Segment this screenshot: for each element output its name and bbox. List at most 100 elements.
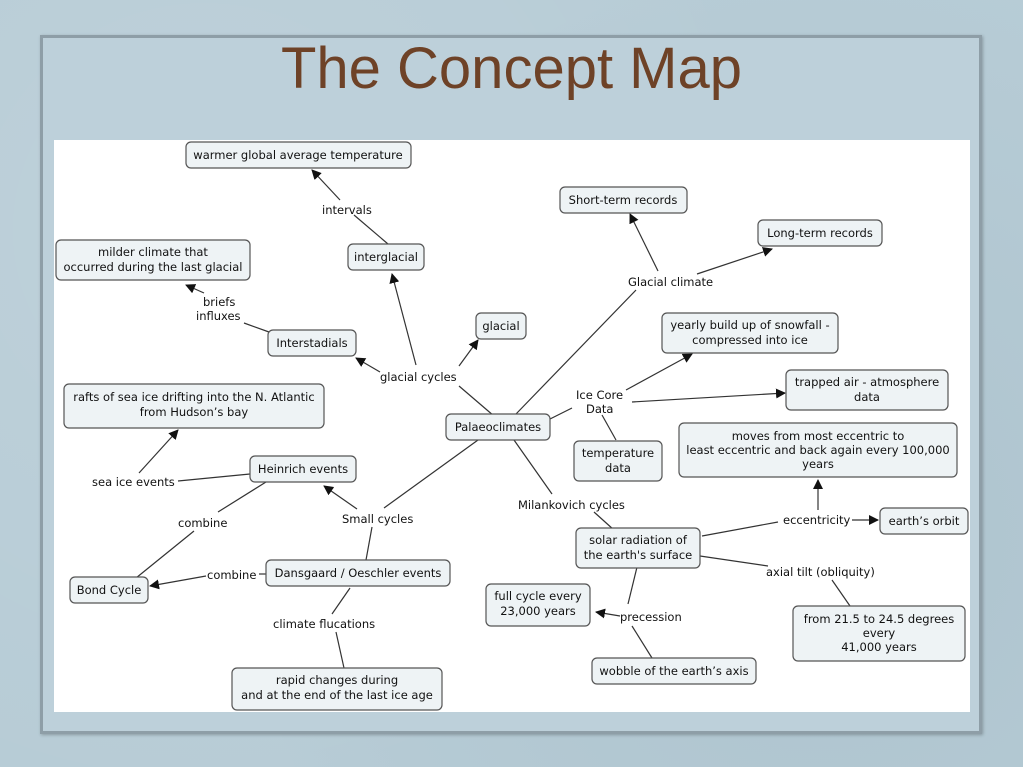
svg-text:rafts of sea ice drifting into: rafts of sea ice drifting into the N. At… bbox=[73, 390, 314, 404]
node-interglacial: interglacial bbox=[347, 243, 425, 271]
node-moves-eccentric: moves from most eccentric to least eccen… bbox=[678, 422, 958, 478]
svg-text:warmer global average temperat: warmer global average temperature bbox=[193, 148, 402, 162]
edge-icecore-snowfall bbox=[625, 353, 693, 391]
svg-text:moves from most eccentric to: moves from most eccentric to bbox=[732, 429, 905, 443]
node-warmer-temperature: warmer global average temperature bbox=[185, 141, 412, 169]
node-full-cycle: full cycle every 23,000 years bbox=[485, 583, 591, 627]
edge-palaeo-glacialcycles bbox=[458, 385, 495, 417]
slide-title: The Concept Map bbox=[280, 36, 743, 101]
svg-text:solar radiation of: solar radiation of bbox=[589, 533, 688, 547]
link-combine-2: combine bbox=[207, 568, 256, 582]
edge-solar-precession bbox=[627, 562, 639, 605]
edge-intervals-warmer bbox=[311, 169, 341, 201]
edge-interglacial-intervals bbox=[353, 214, 389, 245]
concept-map-canvas: intervals briefs influxes glacial cycles… bbox=[54, 140, 970, 712]
edge-palaeo-icecore bbox=[549, 407, 573, 420]
link-ice-core-2: Data bbox=[586, 402, 613, 416]
edge-icecore-temperature bbox=[601, 414, 617, 441]
node-rafts-sea-ice: rafts of sea ice drifting into the N. At… bbox=[63, 383, 325, 429]
node-earths-orbit: earth’s orbit bbox=[879, 507, 969, 535]
edge-precession-fullcycle bbox=[595, 608, 621, 619]
svg-text:Short-term records: Short-term records bbox=[569, 193, 678, 207]
link-ice-core-1: Ice Core bbox=[576, 388, 623, 402]
edge-gclimate-long bbox=[696, 247, 773, 275]
svg-text:Dansgaard / Oeschler events: Dansgaard / Oeschler events bbox=[275, 566, 442, 580]
svg-text:glacial: glacial bbox=[482, 319, 519, 333]
edge-heinrich-seaice bbox=[177, 473, 251, 482]
svg-text:Heinrich events: Heinrich events bbox=[258, 462, 348, 476]
edge-smallcycles-dansgaard bbox=[365, 526, 373, 561]
svg-text:trapped air - atmosphere: trapped air - atmosphere bbox=[795, 375, 939, 389]
svg-text:interglacial: interglacial bbox=[354, 250, 418, 264]
svg-text:Palaeoclimates: Palaeoclimates bbox=[455, 420, 541, 434]
edge-flucations-rapid bbox=[335, 631, 345, 669]
edges bbox=[135, 169, 879, 669]
svg-text:full cycle every: full cycle every bbox=[494, 589, 581, 603]
svg-text:and at the end of the last ice: and at the end of the last ice age bbox=[241, 688, 433, 702]
svg-text:compressed into ice: compressed into ice bbox=[692, 333, 808, 347]
svg-text:yearly build up of snowfall -: yearly build up of snowfall - bbox=[670, 318, 829, 332]
svg-text:wobble of the earth’s axis: wobble of the earth’s axis bbox=[599, 664, 748, 678]
edge-seaice-rafts bbox=[138, 429, 179, 474]
node-palaeoclimates: Palaeoclimates bbox=[445, 413, 551, 441]
edge-precession-wobble bbox=[631, 625, 653, 659]
edge-combine2-bond bbox=[149, 575, 207, 590]
svg-text:data: data bbox=[854, 390, 880, 404]
edge-gc-glacial bbox=[458, 339, 479, 367]
link-sea-ice-events: sea ice events bbox=[92, 475, 175, 489]
svg-text:occurred during the last glaci: occurred during the last glacial bbox=[64, 260, 243, 274]
svg-text:milder climate that: milder climate that bbox=[98, 245, 208, 259]
svg-text:Long-term records: Long-term records bbox=[767, 226, 873, 240]
edge-solar-eccentricity bbox=[701, 521, 779, 537]
node-milder-climate: milder climate that occurred during the … bbox=[55, 239, 251, 281]
edge-gc-interstadials bbox=[355, 357, 381, 373]
link-milankovitch: Milankovich cycles bbox=[518, 498, 625, 512]
edge-palaeo-smallcycles bbox=[383, 439, 479, 509]
edge-solar-axialtilt bbox=[699, 555, 769, 567]
node-heinrich-events: Heinrich events bbox=[249, 455, 357, 483]
node-tilt-range: from 21.5 to 24.5 degrees every 41,000 y… bbox=[792, 605, 966, 662]
svg-text:least eccentric and back again: least eccentric and back again every 100… bbox=[686, 443, 949, 457]
node-temperature-data: temperature data bbox=[573, 440, 663, 482]
edge-interstadials-briefs bbox=[243, 322, 270, 333]
link-climate-flucations: climate flucations bbox=[273, 617, 375, 631]
link-combine-1: combine bbox=[178, 516, 227, 530]
edge-palaeo-milankovitch bbox=[513, 439, 553, 495]
node-bond-cycle: Bond Cycle bbox=[69, 576, 149, 604]
link-precession: precession bbox=[620, 610, 682, 624]
concept-map: intervals briefs influxes glacial cycles… bbox=[55, 141, 969, 711]
node-short-term-records: Short-term records bbox=[559, 186, 688, 214]
link-small-cycles: Small cycles bbox=[342, 512, 413, 526]
edge-axialtilt-range bbox=[831, 579, 851, 607]
edge-gc-interglacial bbox=[389, 273, 417, 366]
svg-text:23,000 years: 23,000 years bbox=[500, 604, 576, 618]
edge-combine-bond bbox=[135, 530, 195, 579]
link-labels: intervals briefs influxes glacial cycles… bbox=[92, 203, 875, 631]
nodes: warmer global average temperature interg… bbox=[55, 141, 969, 711]
link-briefs: briefs bbox=[203, 295, 235, 309]
svg-text:from 21.5 to 24.5 degrees: from 21.5 to 24.5 degrees bbox=[804, 612, 954, 626]
svg-text:temperature: temperature bbox=[582, 446, 654, 460]
link-glacial-climate: Glacial climate bbox=[628, 275, 713, 289]
node-snowfall: yearly build up of snowfall - compressed… bbox=[661, 312, 839, 354]
edge-briefs-milder bbox=[185, 284, 205, 294]
link-axial-tilt: axial tilt (obliquity) bbox=[766, 565, 875, 579]
edge-gclimate-short bbox=[629, 213, 659, 272]
edge-icecore-trapped bbox=[631, 388, 786, 403]
svg-text:earth’s orbit: earth’s orbit bbox=[889, 514, 960, 528]
edge-milankovitch-solar bbox=[593, 511, 615, 531]
link-glacial-cycles: glacial cycles bbox=[380, 370, 457, 384]
svg-text:data: data bbox=[605, 461, 631, 475]
node-wobble-axis: wobble of the earth’s axis bbox=[591, 657, 757, 685]
svg-text:Bond Cycle: Bond Cycle bbox=[77, 583, 142, 597]
node-long-term-records: Long-term records bbox=[757, 219, 883, 247]
edge-palaeo-glacialclimate bbox=[515, 289, 637, 415]
edge-smallcycles-heinrich bbox=[323, 485, 358, 510]
svg-text:Interstadials: Interstadials bbox=[276, 336, 347, 350]
node-interstadials: Interstadials bbox=[267, 329, 357, 357]
node-solar-radiation: solar radiation of the earth's surface bbox=[575, 527, 701, 569]
svg-text:years: years bbox=[802, 457, 834, 471]
svg-text:the earth's surface: the earth's surface bbox=[584, 548, 693, 562]
edge-heinrich-combine bbox=[217, 481, 267, 513]
svg-text:every: every bbox=[863, 626, 896, 640]
